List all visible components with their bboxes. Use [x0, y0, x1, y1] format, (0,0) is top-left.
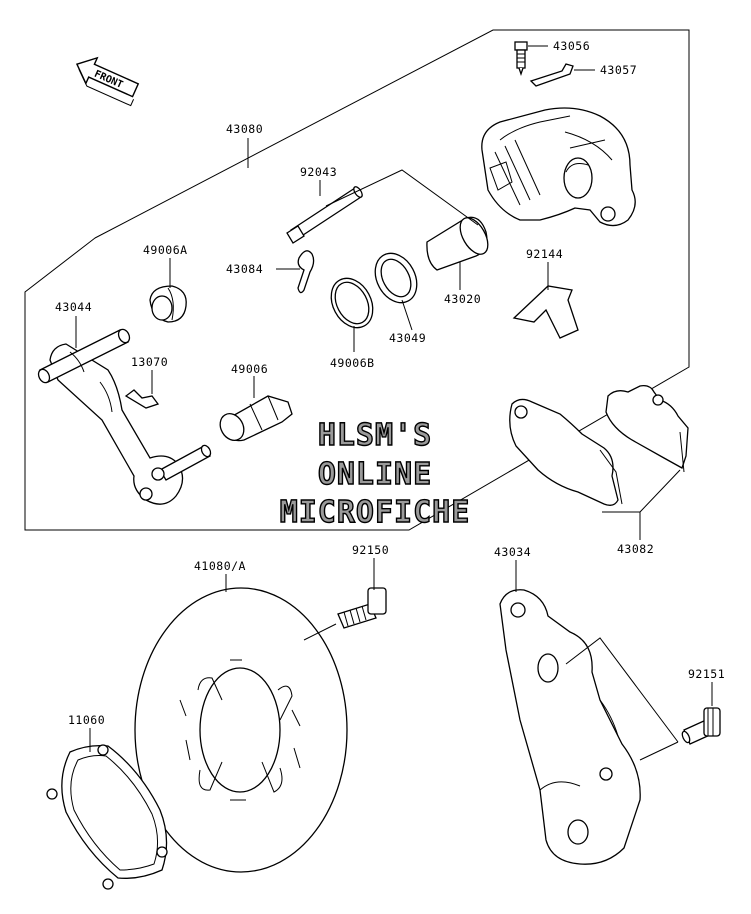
- watermark-line-3: MICROFICHE: [280, 495, 471, 530]
- part-label-49006B: 49006B: [330, 356, 375, 370]
- part-label-49006A: 49006A: [143, 243, 188, 257]
- boot-b: [219, 395, 293, 442]
- bleed-valve: [514, 41, 528, 77]
- holder-bolt: [681, 707, 721, 745]
- part-label-13070: 13070: [131, 355, 168, 369]
- part-label-92151: 92151: [688, 667, 725, 681]
- retaining-clip: [297, 250, 315, 294]
- pad-clip: [124, 389, 160, 409]
- caliper-body: [481, 107, 636, 227]
- part-label-43056: 43056: [553, 39, 590, 53]
- front-arrow-icon: FRONT: [75, 56, 140, 107]
- leader-92150: [303, 558, 375, 641]
- part-label-11060: 11060: [68, 713, 105, 727]
- disc-bolt: [337, 587, 387, 629]
- part-label-43080: 43080: [226, 122, 263, 136]
- brake-disc: [134, 587, 348, 873]
- boot-a: [149, 285, 187, 323]
- gasket: [46, 744, 168, 890]
- bleed-cap: [529, 63, 574, 87]
- part-label-92150: 92150: [352, 543, 389, 557]
- leader-43082: [602, 469, 681, 540]
- watermark: HLSM'S ONLINE MICROFICHE: [279, 417, 471, 530]
- watermark-line-2: ONLINE: [318, 457, 432, 492]
- part-label-43044: 43044: [55, 300, 92, 314]
- leader-43049: [401, 299, 413, 331]
- caliper-bracket: [37, 328, 212, 505]
- part-label-41080A: 41080/A: [194, 559, 246, 573]
- caliper-piston: [426, 216, 489, 271]
- piston-seal: [374, 252, 418, 304]
- watermark-line-1: HLSM'S: [318, 418, 432, 453]
- leader-92043: [319, 169, 479, 226]
- brake-pad-right: [605, 384, 689, 473]
- caliper-holder: [499, 589, 641, 865]
- part-label-43082: 43082: [617, 542, 654, 556]
- part-label-92144: 92144: [526, 247, 563, 261]
- leader-92151: [565, 637, 713, 761]
- pad-spring: [512, 285, 579, 339]
- part-label-92043: 92043: [300, 165, 337, 179]
- part-label-43020: 43020: [444, 292, 481, 306]
- part-label-43084: 43084: [226, 262, 263, 276]
- dust-seal: [330, 277, 374, 329]
- part-label-43049: 43049: [389, 331, 426, 345]
- part-label-43034: 43034: [494, 545, 531, 559]
- part-label-49006: 49006: [231, 362, 268, 376]
- part-label-43057: 43057: [600, 63, 637, 77]
- brake-pad-left: [509, 398, 623, 506]
